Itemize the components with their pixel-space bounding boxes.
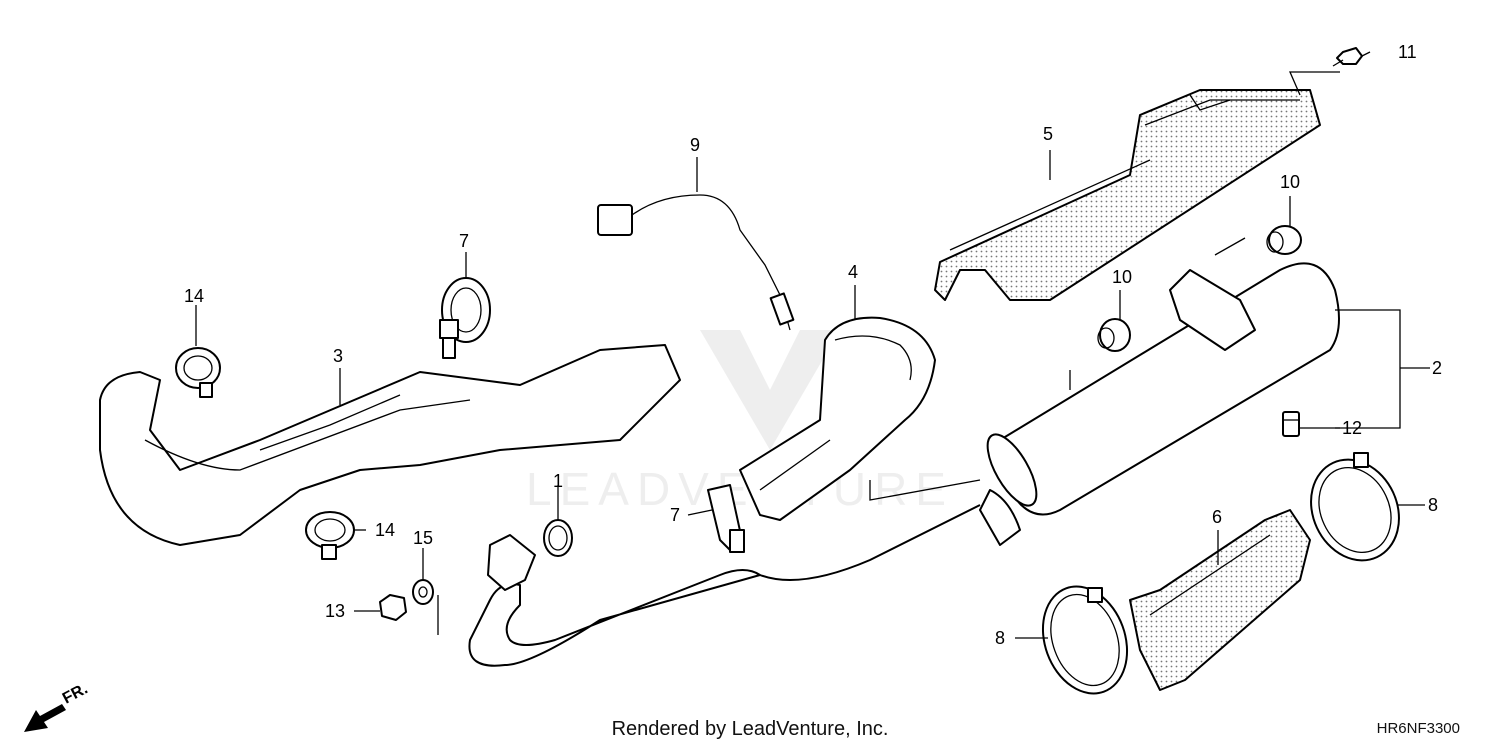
heat-shield-lower[interactable]: [1129, 509, 1311, 691]
clamp-7-lower[interactable]: [707, 484, 745, 553]
callout-13: 13: [325, 601, 345, 621]
nut-13[interactable]: [379, 594, 407, 621]
washer-15[interactable]: [412, 579, 434, 605]
callout-4: 4: [848, 262, 858, 282]
heat-shield-upper[interactable]: [934, 89, 1321, 301]
callout-14-lower: 14: [375, 520, 395, 540]
callout-3: 3: [333, 346, 343, 366]
callout-2: 2: [1432, 358, 1442, 378]
clamp-7-upper[interactable]: [439, 277, 491, 359]
callout-10-lower: 10: [1112, 267, 1132, 287]
exhaust-pipe-front[interactable]: [99, 344, 681, 546]
clamp-14-lower[interactable]: [305, 511, 355, 560]
clamp-14-upper[interactable]: [175, 347, 221, 398]
callout-11: 11: [1398, 42, 1417, 62]
callout-10-upper: 10: [1280, 172, 1300, 192]
grommet-10-lower[interactable]: [1097, 318, 1131, 352]
callout-12: 12: [1342, 418, 1362, 438]
front-direction-arrow: FR.: [24, 680, 91, 732]
callout-7-lower: 7: [670, 505, 680, 525]
direction-label: FR.: [60, 680, 91, 707]
bolt-12[interactable]: [1282, 411, 1300, 437]
band-clamp-8-left[interactable]: [1029, 575, 1142, 706]
gasket[interactable]: [543, 519, 573, 557]
grommet-10-upper[interactable]: [1266, 225, 1302, 255]
watermark-text: LEADVENTURE: [526, 463, 954, 515]
leader-lines: [195, 51, 1430, 639]
callout-9: 9: [690, 135, 700, 155]
callout-7-upper: 7: [459, 231, 469, 251]
o2-sensor[interactable]: [597, 194, 795, 331]
callouts: 11 5 10 10 9 4 7 14 3 2 12 1 7 8 6 14 15…: [184, 42, 1442, 648]
pipe-flange[interactable]: [437, 534, 536, 635]
watermark: LEADVENTURE: [526, 330, 954, 515]
rendered-by-credit: Rendered by LeadVenture, Inc.: [611, 718, 889, 740]
callout-15: 15: [413, 528, 433, 548]
heat-shield-pipe[interactable]: [739, 316, 936, 521]
band-clamp-8-right[interactable]: [1295, 445, 1415, 575]
callout-8-right: 8: [1428, 495, 1438, 515]
callout-5: 5: [1043, 124, 1053, 144]
callout-8-left: 8: [995, 628, 1005, 648]
callout-6: 6: [1212, 507, 1222, 527]
muffler[interactable]: [468, 237, 1340, 667]
bolt-11[interactable]: [1332, 47, 1363, 67]
diagram-code: HR6NF3300: [1376, 720, 1460, 737]
callout-14-upper: 14: [184, 286, 204, 306]
callout-1: 1: [553, 471, 563, 491]
